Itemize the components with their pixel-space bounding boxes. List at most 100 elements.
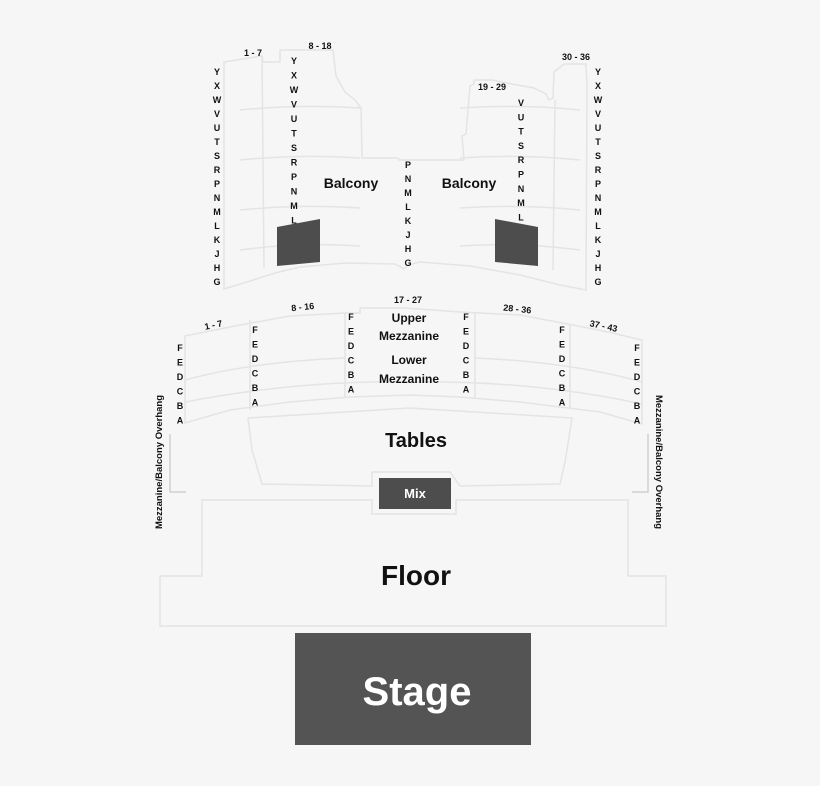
- row-label: M: [290, 201, 298, 211]
- row-label: L: [405, 202, 411, 212]
- row-label: F: [559, 325, 565, 335]
- row-label: W: [213, 95, 222, 105]
- row-label: F: [348, 312, 354, 322]
- row-label: M: [594, 207, 602, 217]
- row-label: E: [252, 340, 258, 350]
- row-label: M: [404, 188, 412, 198]
- row-label: A: [348, 385, 355, 395]
- row-label: D: [348, 341, 355, 351]
- row-label: A: [177, 416, 184, 426]
- row-label: T: [291, 129, 297, 139]
- row-label: A: [252, 398, 259, 408]
- row-label: L: [518, 212, 524, 222]
- row-label: X: [214, 81, 220, 91]
- row-label: F: [252, 325, 258, 335]
- row-label: D: [634, 372, 641, 382]
- row-label: D: [177, 372, 184, 382]
- row-label: K: [214, 235, 221, 245]
- row-label: N: [291, 187, 298, 197]
- row-label: P: [405, 160, 411, 170]
- row-label: G: [594, 277, 601, 287]
- row-label: D: [252, 354, 259, 364]
- floor-label: Floor: [381, 560, 451, 591]
- lower-mezzanine-label-line1: Lower: [391, 353, 427, 367]
- row-label: A: [559, 398, 566, 408]
- row-label: P: [518, 170, 524, 180]
- row-label: N: [595, 193, 602, 203]
- row-label: R: [214, 165, 221, 175]
- row-label: R: [291, 158, 298, 168]
- row-label: M: [517, 198, 525, 208]
- floor-outline: [159, 407, 667, 627]
- row-label: C: [634, 387, 641, 397]
- row-label: E: [559, 340, 565, 350]
- row-label: J: [214, 249, 219, 259]
- balcony-right-label: Balcony: [442, 175, 497, 191]
- row-label: S: [214, 151, 220, 161]
- row-label: X: [291, 71, 297, 81]
- row-label: B: [252, 383, 259, 393]
- row-label: G: [404, 258, 411, 268]
- mix-label: Mix: [404, 486, 426, 501]
- mezz-seat-range-2: 8 - 16: [291, 301, 315, 313]
- row-label: V: [291, 100, 297, 110]
- row-label: T: [595, 137, 601, 147]
- row-label: K: [595, 235, 602, 245]
- row-label: S: [595, 151, 601, 161]
- row-label: E: [177, 358, 183, 368]
- row-label: B: [634, 401, 641, 411]
- row-label: H: [595, 263, 602, 273]
- row-label: W: [290, 85, 299, 95]
- row-label: L: [214, 221, 220, 231]
- row-label: E: [348, 327, 354, 337]
- row-label: Y: [595, 67, 601, 77]
- row-label: A: [463, 385, 470, 395]
- row-label: E: [634, 358, 640, 368]
- row-label: J: [405, 230, 410, 240]
- row-label: B: [348, 370, 355, 380]
- row-label: C: [177, 387, 184, 397]
- row-label: J: [595, 249, 600, 259]
- lower-mezzanine-label-line2: Mezzanine: [379, 372, 439, 386]
- row-label: D: [463, 341, 470, 351]
- row-label: L: [595, 221, 601, 231]
- row-label: T: [518, 127, 524, 137]
- row-label: N: [518, 184, 525, 194]
- row-label: Y: [291, 56, 297, 66]
- balcony-seat-range-1: 1 - 7: [244, 48, 262, 58]
- row-label: D: [559, 354, 566, 364]
- balcony-seat-range-4: 19 - 29: [478, 82, 506, 92]
- row-label: B: [463, 370, 470, 380]
- row-label: P: [291, 172, 297, 182]
- row-label: L: [291, 216, 297, 226]
- row-label: S: [518, 141, 524, 151]
- mezz-seat-range-6: 28 - 36: [503, 303, 532, 316]
- row-label: F: [634, 343, 640, 353]
- balcony-seat-range-5: 30 - 36: [562, 52, 590, 62]
- row-label: C: [348, 356, 355, 366]
- row-label: G: [213, 277, 220, 287]
- balcony-box-right: [495, 219, 538, 266]
- row-label: B: [559, 383, 566, 393]
- row-label: B: [177, 401, 184, 411]
- row-label: K: [405, 216, 412, 226]
- row-label: C: [252, 369, 259, 379]
- balcony-seat-range-2: 8 - 18: [308, 41, 331, 51]
- row-label: P: [214, 179, 220, 189]
- row-label: U: [214, 123, 221, 133]
- row-label: E: [463, 327, 469, 337]
- mezz-seat-range-1: 1 - 7: [204, 318, 224, 332]
- balcony-left-label: Balcony: [324, 175, 379, 191]
- row-label: T: [214, 137, 220, 147]
- upper-mezzanine-label-line2: Mezzanine: [379, 329, 439, 343]
- mezzanine-outline: [184, 307, 643, 425]
- upper-mezzanine-label-line1: Upper: [392, 311, 427, 325]
- mix-booth[interactable]: [379, 478, 451, 509]
- row-label: S: [291, 143, 297, 153]
- row-label: F: [177, 343, 183, 353]
- row-label: F: [463, 312, 469, 322]
- row-label: U: [518, 112, 525, 122]
- mezz-seat-range-4: 17 - 27: [394, 295, 422, 305]
